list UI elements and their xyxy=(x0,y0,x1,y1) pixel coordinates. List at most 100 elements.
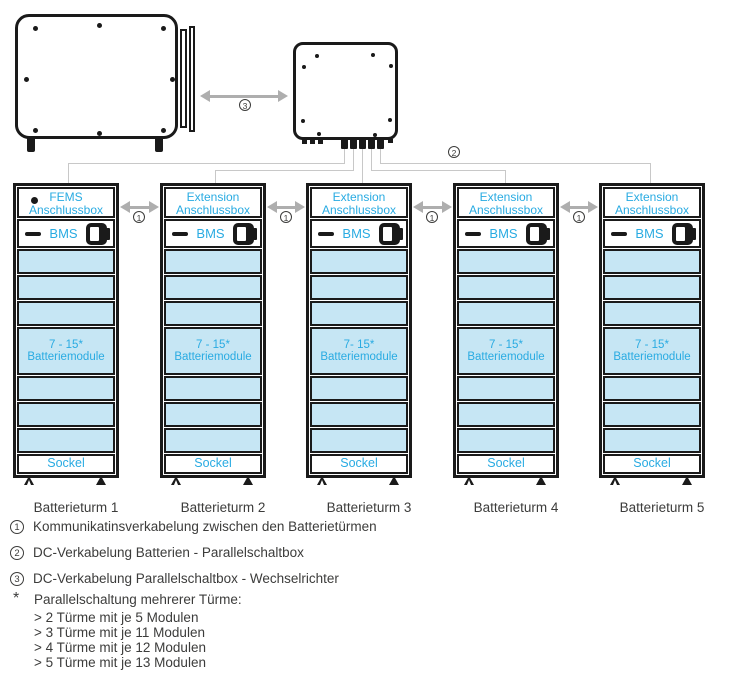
screw-icon xyxy=(389,64,393,68)
dc-wire xyxy=(380,163,651,164)
battery-tower-4: Extension Anschlussbox BMS 7 - 15* Batte… xyxy=(453,183,559,485)
arrow-shaft xyxy=(420,205,445,209)
wall-bracket-rail xyxy=(189,26,195,132)
battery-module xyxy=(457,428,555,454)
modules-label-line1: 7 - 15* xyxy=(635,339,669,351)
led-dot-icon xyxy=(31,197,38,204)
parallel-switch-box xyxy=(293,42,398,140)
tower-foot xyxy=(171,476,181,485)
cable-gland xyxy=(388,139,393,143)
sockel-section: Sockel xyxy=(17,454,115,475)
legend-text-2: DC-Verkabelung Batterien - Parallelschal… xyxy=(33,545,304,560)
battery-module xyxy=(164,300,262,326)
battery-module xyxy=(603,402,701,428)
display-connector-icon xyxy=(379,222,403,245)
connector-latch xyxy=(399,227,403,240)
fems-anschlussbox: FEMS Anschlussbox xyxy=(17,187,115,218)
led-bar-icon xyxy=(611,231,627,236)
tower-foot xyxy=(24,476,34,485)
modules-label-line2: Batteriemodule xyxy=(27,351,105,363)
tower-foot xyxy=(96,476,106,485)
tower-foot xyxy=(682,476,692,485)
cable-gland xyxy=(302,139,307,144)
dc-wire xyxy=(344,149,345,163)
arrow-left-icon xyxy=(120,201,130,213)
tower-caption-5: Batterieturm 5 xyxy=(619,500,705,515)
arrow-right-icon xyxy=(442,201,452,213)
legend-item-1: 1 Kommunikatinsverkabelung zwischen den … xyxy=(10,519,377,534)
arrow-shaft xyxy=(127,205,152,209)
dc-wire xyxy=(353,149,354,170)
bms-section: BMS xyxy=(164,219,262,248)
arrow-right-icon xyxy=(588,201,598,213)
led-bar-icon xyxy=(318,231,334,236)
battery-module xyxy=(457,249,555,274)
callout-1-badge: 1 xyxy=(280,211,292,223)
arrow-shaft xyxy=(567,205,591,209)
battery-module xyxy=(457,274,555,300)
connector-latch xyxy=(253,227,257,240)
comm-arrow xyxy=(413,201,452,213)
battery-module xyxy=(164,249,262,274)
battery-module-labelled: 7 - 15* Batteriemodule xyxy=(17,326,115,376)
battery-tower-1: FEMS Anschlussbox BMS 7 - 15* Batteriemo… xyxy=(13,183,119,485)
dc-wire xyxy=(215,170,354,171)
extension-anschlussbox: Extension Anschlussbox xyxy=(457,187,555,218)
screw-icon xyxy=(373,133,377,137)
extension-anschlussbox: Extension Anschlussbox xyxy=(603,187,701,218)
battery-module xyxy=(310,274,408,300)
battery-module xyxy=(310,300,408,326)
modules-label-line2: Batteriemodule xyxy=(174,351,252,363)
comm-arrow xyxy=(267,201,305,213)
footnote-item: > 2 Türme mit je 5 Modulen xyxy=(34,610,199,625)
screw-icon xyxy=(161,128,166,133)
arrow-right-icon xyxy=(295,201,305,213)
tower-caption-3: Batterieturm 3 xyxy=(326,500,412,515)
tower-foot-inner xyxy=(319,479,324,485)
box-label-line2: Anschlussbox xyxy=(614,203,690,217)
connector-window xyxy=(530,226,539,241)
bms-section: BMS xyxy=(310,219,408,248)
connector-window xyxy=(90,226,99,241)
modules-label-line2: Batteriemodule xyxy=(467,351,545,363)
modules-label-line1: 7 - 15* xyxy=(49,339,83,351)
tower-foot-inner xyxy=(26,479,31,485)
bms-section: BMS xyxy=(17,219,115,248)
legend-text-3: DC-Verkabelung Parallelschaltbox - Wechs… xyxy=(33,571,339,586)
arrow-left-icon xyxy=(413,201,423,213)
box-label-line2: Anschlussbox xyxy=(28,203,104,217)
tower-foot xyxy=(610,476,620,485)
tower-foot xyxy=(536,476,546,485)
battery-tower-2: Extension Anschlussbox BMS 7 - 15* Batte… xyxy=(160,183,266,485)
bms-label: BMS xyxy=(342,226,371,241)
battery-module xyxy=(17,274,115,300)
callout-2-badge: 2 xyxy=(448,146,460,158)
tower-foot xyxy=(464,476,474,485)
screw-icon xyxy=(24,77,29,82)
battery-module xyxy=(164,428,262,454)
modules-label-line1: 7 - 15* xyxy=(196,339,230,351)
bms-label: BMS xyxy=(489,226,518,241)
box-label-line2: Anschlussbox xyxy=(321,203,397,217)
dc-wire xyxy=(68,163,69,183)
battery-module-labelled: 7 - 15* Batteriemodule xyxy=(457,326,555,376)
battery-module xyxy=(603,376,701,402)
battery-module xyxy=(310,402,408,428)
battery-module xyxy=(457,376,555,402)
battery-module-labelled: 7 - 15* Batteriemodule xyxy=(603,326,701,376)
screw-icon xyxy=(302,65,306,69)
screw-icon xyxy=(161,26,166,31)
modules-label-line1: 7 - 15* xyxy=(489,339,523,351)
arrow-shaft xyxy=(274,205,298,209)
screw-icon xyxy=(317,132,321,136)
tower-caption-2: Batterieturm 2 xyxy=(180,500,266,515)
modules-label-line1: 7- 15* xyxy=(343,339,375,351)
battery-module xyxy=(17,300,115,326)
arrow-shaft xyxy=(207,94,281,98)
battery-module xyxy=(603,249,701,274)
led-bar-icon xyxy=(172,231,188,236)
battery-module xyxy=(17,249,115,274)
connector-window xyxy=(383,226,392,241)
connector-window xyxy=(676,226,685,241)
